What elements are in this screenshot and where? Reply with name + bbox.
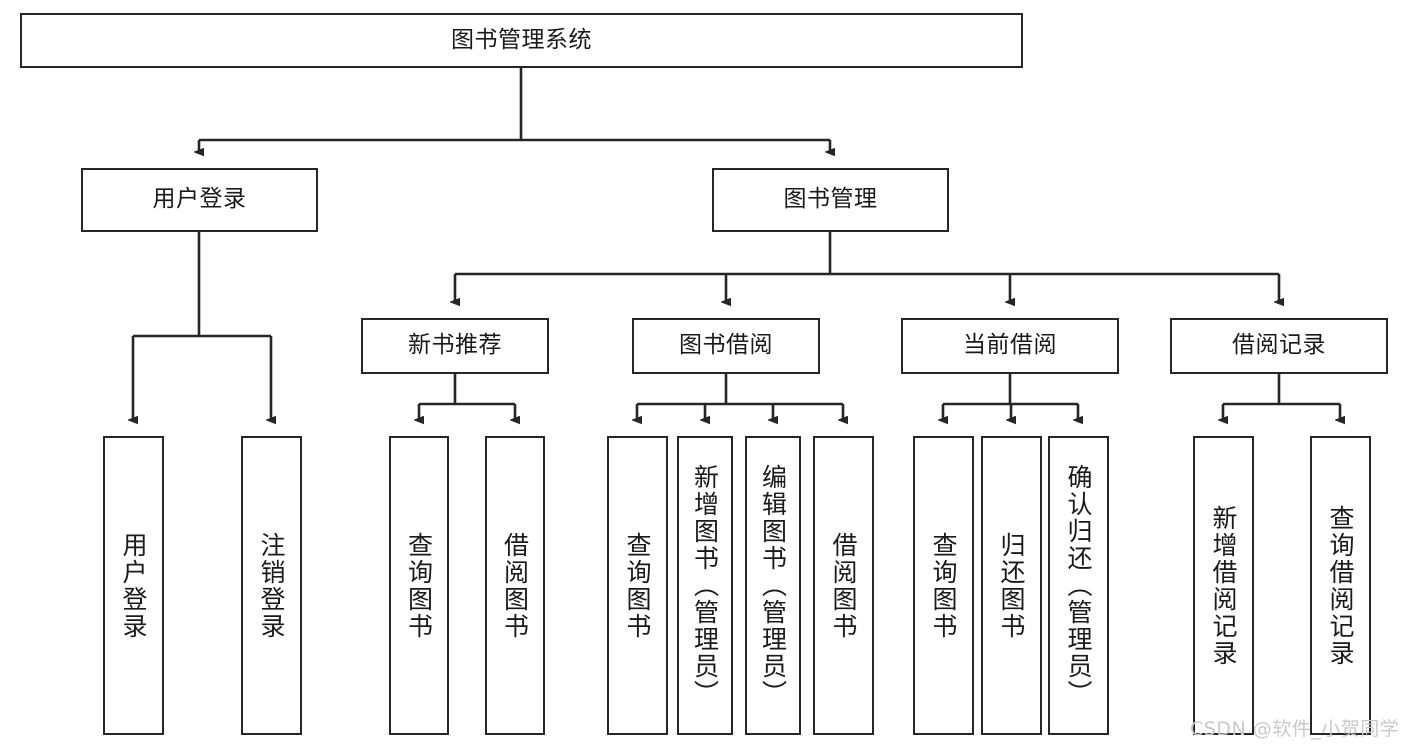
leaf-add-record-label: 新增借阅记录 [1209,504,1238,667]
node-new-book-recommend-label: 新书推荐 [408,332,502,359]
csdn-watermark: CSDN @软件_小贺同学 [1190,718,1400,740]
node-user-login[interactable]: 用户登录 [81,168,318,232]
leaf-return-book-label: 归还图书 [997,531,1026,640]
leaf-borrow-book[interactable]: 借阅图书 [813,436,874,735]
node-user-login-label: 用户登录 [152,186,247,213]
node-root[interactable]: 图书管理系统 [20,13,1023,68]
leaf-add-book-label: 新增图书（管理员） [690,464,720,707]
leaf-return-book[interactable]: 归还图书 [981,436,1042,735]
leaf-query-book-rec-label: 查询图书 [404,531,434,640]
leaf-add-record[interactable]: 新增借阅记录 [1193,436,1254,735]
leaf-query-book-cur[interactable]: 查询图书 [913,436,974,735]
node-borrow-record-label: 借阅记录 [1232,332,1326,359]
node-current-borrow[interactable]: 当前借阅 [901,318,1119,374]
leaf-query-record[interactable]: 查询借阅记录 [1310,436,1371,735]
leaf-query-book-bor[interactable]: 查询图书 [607,436,668,735]
node-book-management[interactable]: 图书管理 [712,168,949,232]
leaf-borrow-book-rec[interactable]: 借阅图书 [485,436,545,735]
leaf-logout[interactable]: 注销登录 [241,436,302,735]
leaf-edit-book-label: 编辑图书（管理员） [758,464,788,707]
leaf-edit-book[interactable]: 编辑图书（管理员） [745,436,801,735]
leaf-user-login[interactable]: 用户登录 [103,436,164,735]
node-book-borrow-label: 图书借阅 [679,332,773,359]
leaf-borrow-book-rec-label: 借阅图书 [500,531,530,640]
node-new-book-recommend[interactable]: 新书推荐 [361,318,549,374]
leaf-query-record-label: 查询借阅记录 [1326,504,1355,667]
leaf-borrow-book-label: 借阅图书 [829,531,858,640]
leaf-query-book-rec[interactable]: 查询图书 [389,436,449,735]
leaf-user-login-label: 用户登录 [119,531,148,640]
leaf-logout-label: 注销登录 [257,531,286,640]
node-book-management-label: 图书管理 [783,186,878,213]
leaf-query-book-bor-label: 查询图书 [623,531,652,640]
node-book-borrow[interactable]: 图书借阅 [632,318,820,374]
leaf-confirm-return[interactable]: 确认归还（管理员） [1048,436,1109,735]
node-current-borrow-label: 当前借阅 [963,332,1057,359]
node-borrow-record[interactable]: 借阅记录 [1170,318,1388,374]
node-root-label: 图书管理系统 [451,26,592,53]
leaf-query-book-cur-label: 查询图书 [929,531,958,640]
leaf-confirm-return-label: 确认归还（管理员） [1064,464,1093,707]
leaf-add-book[interactable]: 新增图书（管理员） [677,436,733,735]
